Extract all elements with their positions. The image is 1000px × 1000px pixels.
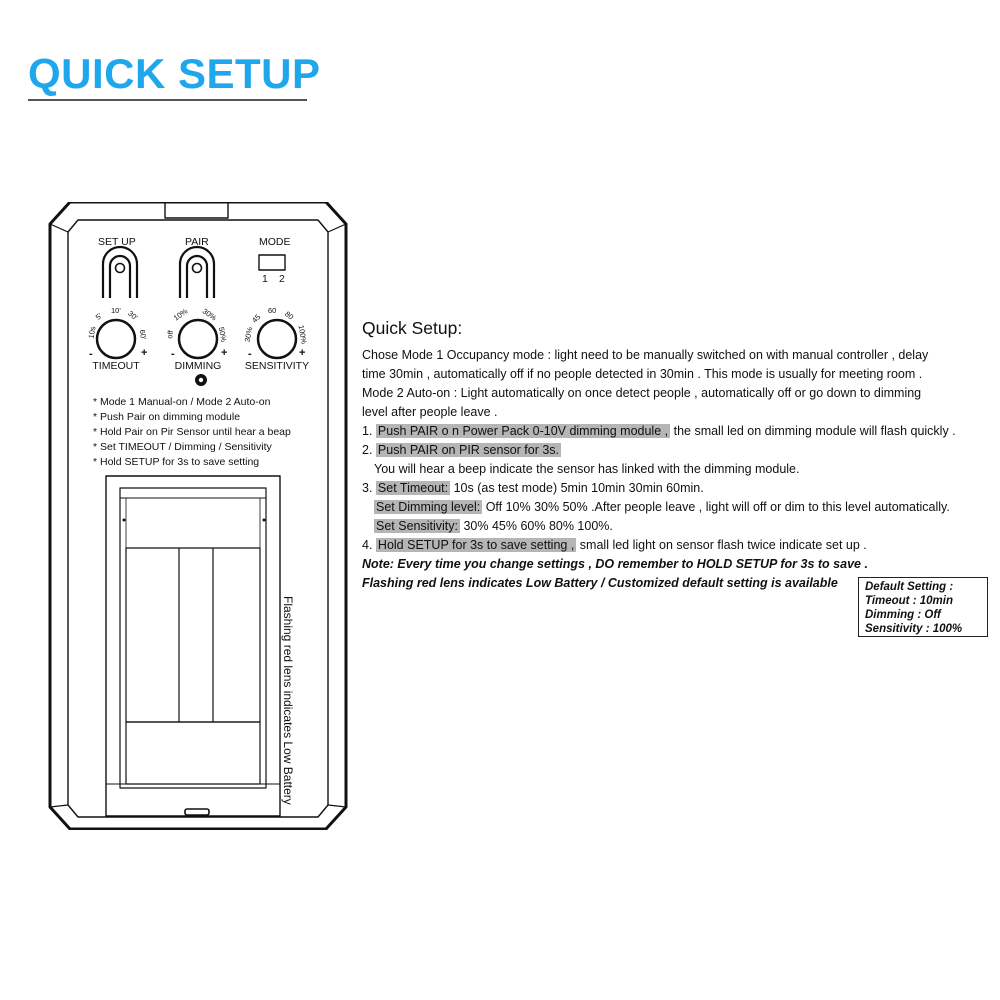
dimming-label: DIMMING <box>174 360 222 372</box>
sensitivity-text: 30% 45% 60% 80% 100%. <box>463 519 613 533</box>
device-instruction: * Hold Pair on Pir Sensor until hear a b… <box>93 426 291 438</box>
timeout-plus: + <box>141 347 148 359</box>
step-number: 4. <box>362 538 373 552</box>
save-note: Note: Every time you change settings , D… <box>362 557 868 571</box>
dimming-highlight: Set Dimming level: <box>374 500 483 514</box>
mode-label: MODE <box>259 236 291 248</box>
intro-line: level after people leave . <box>362 405 498 419</box>
default-settings-box: Default Setting : Timeout : 10min Dimmin… <box>858 577 988 637</box>
step-number: 2. <box>362 443 373 457</box>
dimming-minus: - <box>171 348 175 360</box>
battery-note: Flashing red lens indicates Low Battery … <box>362 576 838 590</box>
step-2-continuation: You will hear a beep indicate the sensor… <box>374 462 800 476</box>
step-4-text: small led light on sensor flash twice in… <box>579 538 867 552</box>
timeout-tick: 60' <box>137 328 149 341</box>
dimming-tick: off <box>164 329 176 340</box>
dimming-plus: + <box>221 347 228 359</box>
step-2: 2. Push PAIR on PIR sensor for 3s. <box>362 441 998 460</box>
device-instruction: * Set TIMEOUT / Dimming / Sensitivity <box>93 441 272 453</box>
device-instruction: * Hold SETUP for 3s to save setting <box>93 456 260 468</box>
intro-line: Chose Mode 1 Occupancy mode : light need… <box>362 348 929 362</box>
device-instruction: * Mode 1 Manual-on / Mode 2 Auto-on <box>93 396 271 408</box>
sensitivity-minus: - <box>248 348 252 360</box>
pair-label: PAIR <box>185 236 209 248</box>
dimming-text: Off 10% 30% 50% .After people leave , li… <box>485 500 950 514</box>
step-1-highlight: Push PAIR o n Power Pack 0-10V dimming m… <box>375 424 671 438</box>
step-3-dimming: Set Dimming level: Off 10% 30% 50% .Afte… <box>362 498 998 517</box>
sensitivity-highlight: Set Sensitivity: <box>374 519 460 533</box>
mode-position-1: 1 <box>262 273 268 285</box>
low-battery-side-text: Flashing red lens indicates Low Battery <box>281 596 295 805</box>
intro-line: Mode 2 Auto-on : Light automatically on … <box>362 386 922 400</box>
sensitivity-label: SENSITIVITY <box>244 360 310 372</box>
timeout-text: 10s (as test mode) 5min 10min 30min 60mi… <box>453 481 704 495</box>
setup-label: SET UP <box>98 236 136 248</box>
sensor-device-diagram: SET UP PAIR MODE 1 2 10s 5' 10' 30' 60' … <box>48 202 348 830</box>
step-1-text: the small led on dimming module will fla… <box>673 424 956 438</box>
step-number: 1. <box>362 424 373 438</box>
timeout-label: TIMEOUT <box>92 360 140 372</box>
step-2-highlight: Push PAIR on PIR sensor for 3s. <box>375 443 562 457</box>
default-setting-line: Dimming : Off <box>865 609 941 621</box>
timeout-minus: - <box>89 348 93 360</box>
step-1: 1. Push PAIR o n Power Pack 0-10V dimmin… <box>362 422 998 441</box>
title-underline <box>28 99 307 101</box>
doc-heading: Quick Setup: <box>362 318 463 338</box>
step-3-sensitivity: Set Sensitivity: 30% 45% 60% 80% 100%. <box>362 517 998 536</box>
sensitivity-tick: 60 <box>268 306 277 315</box>
quick-setup-instructions: Quick Setup: Chose Mode 1 Occupancy mode… <box>362 316 998 593</box>
page-title: QUICK SETUP <box>28 50 321 97</box>
step-number: 3. <box>362 481 373 495</box>
step-4: 4. Hold SETUP for 3s to save setting , s… <box>362 536 998 555</box>
step-4-highlight: Hold SETUP for 3s to save setting , <box>375 538 577 552</box>
device-instruction: * Push Pair on dimming module <box>93 411 241 423</box>
timeout-tick: 10' <box>111 306 121 315</box>
intro-line: time 30min , automatically off if no peo… <box>362 367 923 381</box>
mode-position-2: 2 <box>279 273 285 285</box>
default-setting-line: Timeout : 10min <box>865 595 953 607</box>
timeout-highlight: Set Timeout: <box>375 481 451 495</box>
device-outline <box>48 202 348 830</box>
default-setting-line: Sensitivity : 100% <box>865 623 963 635</box>
step-3-timeout: 3. Set Timeout: 10s (as test mode) 5min … <box>362 479 998 498</box>
default-setting-line: Default Setting : <box>865 581 954 593</box>
sensitivity-plus: + <box>299 347 306 359</box>
